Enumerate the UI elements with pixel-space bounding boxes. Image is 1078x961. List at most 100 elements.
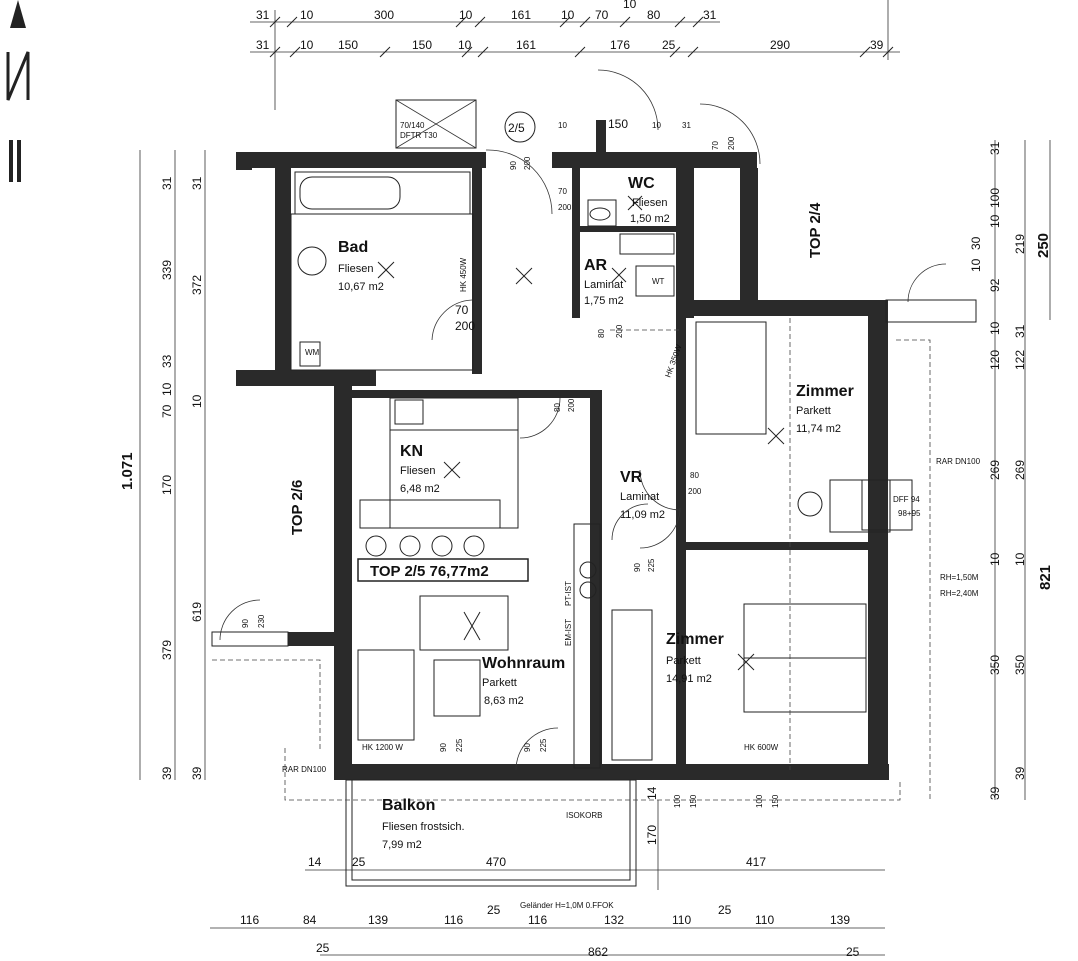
dim-bot1-2: 470	[486, 855, 506, 869]
door-dim-18: 90	[523, 743, 532, 752]
unit-label-box	[357, 558, 529, 582]
dim-bot3-2: 25	[846, 945, 860, 959]
door-dim-7: 200	[615, 324, 624, 338]
room-kn-area: 6,48 m2	[400, 483, 440, 495]
rh-2: RH=2,40M	[940, 589, 979, 598]
dim-bot2-3: 116	[444, 913, 463, 927]
room-bad: Bad Fliesen 10,67 m2	[338, 239, 384, 293]
room-ar-area: 1,75 m2	[584, 295, 624, 307]
room-ar-material: Laminat	[584, 279, 623, 291]
room-vr-area: 11,09 m2	[620, 509, 665, 521]
dim-top1-9: 10	[623, 0, 637, 11]
door-dim-26: 100	[673, 794, 682, 808]
dimension-bottom: 14 25 470 417 170 14 116 84 139 116 25 1…	[210, 786, 885, 959]
dim-bot2-7: 110	[672, 913, 691, 927]
room-wohnraum-area: 8,63 m2	[484, 695, 524, 707]
dim-left-8: 39	[160, 766, 174, 780]
isokorb-label: ISOKORB	[566, 811, 602, 820]
dim-bot1-3: 417	[746, 855, 766, 869]
dim-top1-0: 31	[256, 8, 270, 22]
dim-top2-7: 25	[662, 38, 676, 52]
dim-bot2-1: 84	[303, 913, 317, 927]
dim-top2-9: 39	[870, 38, 884, 52]
dftr-label: DFTR T30	[400, 131, 438, 140]
door-dim-28: 100	[755, 794, 764, 808]
wm-label: WM	[305, 348, 320, 357]
dim-top1-8: 31	[703, 8, 717, 22]
dim-bot1-4: 170	[645, 825, 659, 845]
dim-right-0: 31	[988, 141, 1002, 155]
dim-bot2-5: 116	[528, 913, 547, 927]
dim-left-total: 1.071	[119, 452, 136, 490]
room-wc: WC Fliesen 1,50 m2	[628, 175, 670, 225]
dim-right-2: 100	[988, 188, 1002, 208]
room-zimmer-2-area: 14,91 m2	[666, 673, 712, 685]
room-balkon: Balkon Fliesen frostsich. 7,99 m2	[382, 797, 465, 851]
door-dim-15: 230	[257, 614, 266, 628]
dim-left-4: 70	[160, 404, 174, 418]
dim-left-mid-2: 10	[190, 394, 204, 408]
dim-right-7: 10	[988, 321, 1002, 335]
room-bad-area: 10,67 m2	[338, 281, 384, 293]
dim-bot2-4: 25	[487, 903, 501, 917]
room-kn-name: KN	[400, 443, 423, 460]
room-wohnraum-name: Wohnraum	[482, 655, 565, 672]
room-vr: VR Laminat 11,09 m2	[620, 469, 665, 521]
dff-size: 98+95	[898, 509, 921, 518]
door-dim-14: 90	[241, 619, 250, 628]
dim-top1-6: 70	[595, 8, 609, 22]
dim-left-7: 379	[160, 640, 174, 660]
dim-left-3: 10	[160, 382, 174, 396]
room-vr-name: VR	[620, 469, 643, 486]
door-dim-16: 90	[439, 743, 448, 752]
door-dim-29: 150	[771, 794, 780, 808]
dimension-top: 31 10 300 10 161 10 70 80 31 10 31 10 15…	[250, 0, 900, 110]
dim-top1-2: 300	[374, 8, 394, 22]
dim-right-3: 30	[969, 236, 983, 250]
dim-top2-5: 161	[516, 38, 536, 52]
dim-right-total-1: 821	[1037, 565, 1054, 590]
door-dim-0: 90	[509, 161, 518, 170]
dim-left-5: 170	[160, 475, 174, 495]
door-dim-8: 80	[553, 403, 562, 412]
room-kn-material: Fliesen	[400, 465, 435, 477]
gelaender-label: Geländer H=1,0M 0.FFOK	[520, 901, 614, 910]
dim-right-10: 122	[1013, 350, 1027, 370]
dim-bot2-6: 132	[604, 913, 624, 927]
dim-bot2-2: 139	[368, 913, 388, 927]
em-ist: EM-IST	[564, 619, 573, 646]
unit-label: TOP 2/5 76,77m2	[370, 563, 489, 580]
door-dim-2: 70	[455, 303, 469, 317]
room-ar: AR Laminat 1,75 m2	[584, 257, 624, 307]
dim-left-mid-3: 39	[190, 766, 204, 780]
dim-left-mid-1: 372	[190, 275, 204, 295]
dim-top2-3: 150	[412, 38, 432, 52]
room-balkon-area: 7,99 m2	[382, 839, 422, 851]
dim-bot1-1: 25	[352, 855, 366, 869]
room-wohnraum: Wohnraum Parkett 8,63 m2	[482, 655, 565, 707]
dimension-left: 1.071 31 339 33 10 70 170 619 379 39 31 …	[119, 150, 206, 780]
dff-label: DFF 94	[893, 495, 920, 504]
door-dim-5: 200	[558, 203, 572, 212]
dim-right-5: 92	[988, 278, 1002, 292]
door-dim-3: 200	[455, 319, 475, 333]
door-dim-22: 10	[652, 121, 661, 130]
room-zimmer-1: Zimmer Parkett 11,74 m2	[796, 383, 854, 435]
room-zimmer-2: Zimmer Parkett 14,91 m2	[666, 631, 724, 685]
door-dim-6: 80	[597, 329, 606, 338]
door-dim-10: 80	[690, 471, 699, 480]
dim-bot1-0: 14	[308, 855, 322, 869]
wt-label: WT	[652, 277, 665, 286]
dim-right-1: 10	[988, 214, 1002, 228]
dim-top1-7: 80	[647, 8, 661, 22]
dim-bot3-1: 862	[588, 945, 608, 959]
door-dim-21: 150	[608, 117, 628, 131]
dim-right-15: 350	[988, 655, 1002, 675]
hk-zimmer: HK 600W	[744, 743, 779, 752]
hk-bad: HK 450W	[459, 257, 468, 292]
dim-top2-0: 31	[256, 38, 270, 52]
room-zimmer-1-area: 11,74 m2	[796, 423, 841, 435]
dim-right-8: 31	[1013, 324, 1027, 338]
dim-right-14: 10	[1013, 552, 1027, 566]
dim-right-12: 269	[1013, 460, 1027, 480]
